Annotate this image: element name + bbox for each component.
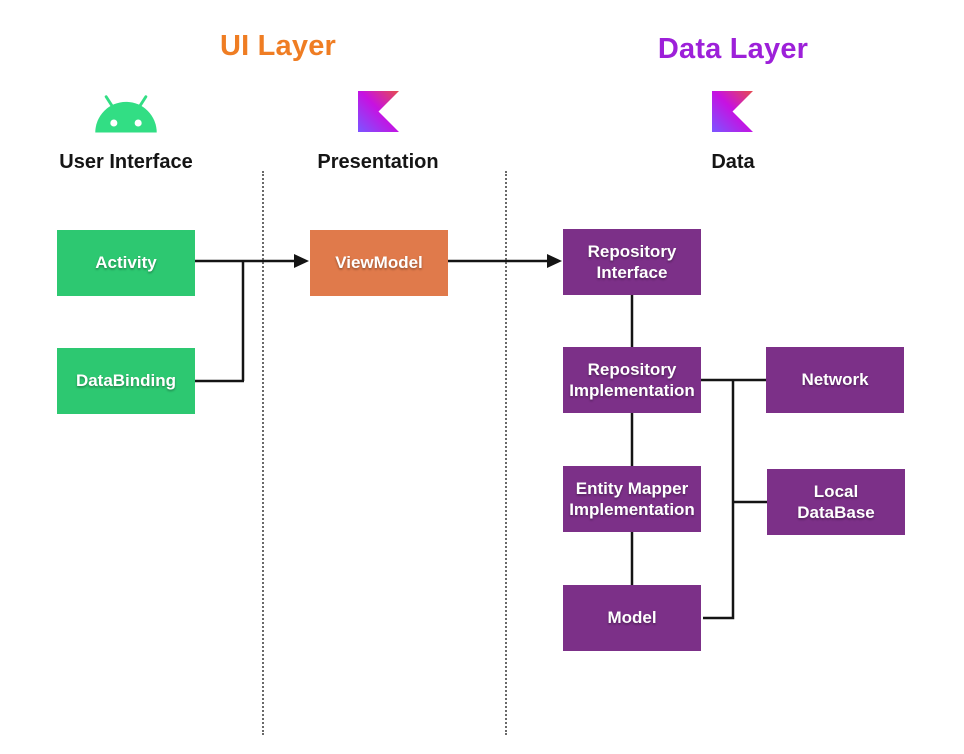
node-repository-implementation: Repository Implementation [563, 347, 701, 413]
node-repository-interface: Repository Interface [563, 229, 701, 295]
node-network: Network [766, 347, 904, 413]
arrowhead-into-viewmodel [294, 254, 309, 268]
android-robot-icon [95, 95, 157, 133]
kotlin-logo-icon [358, 91, 399, 132]
node-viewmodel: ViewModel [310, 230, 448, 296]
column-label-presentation: Presentation [317, 151, 439, 173]
kotlin-logo-icon [712, 91, 753, 132]
ui-layer-title: UI Layer [219, 30, 337, 62]
node-entity-mapper-implementation: Entity Mapper Implementation [563, 466, 701, 532]
column-label-data: Data [711, 151, 755, 173]
column-label-user-interface: User Interface [59, 151, 193, 173]
node-model: Model [563, 585, 701, 651]
node-activity: Activity [57, 230, 195, 296]
data-layer-title: Data Layer [657, 33, 809, 65]
arrowhead-into-repository [547, 254, 562, 268]
line-branch-to-localdb-and-model [703, 380, 767, 620]
node-databinding: DataBinding [57, 348, 195, 414]
column-divider [262, 171, 264, 735]
column-divider [505, 171, 507, 735]
node-local-database: Local DataBase [767, 469, 905, 535]
line-databinding-junction [195, 261, 245, 383]
